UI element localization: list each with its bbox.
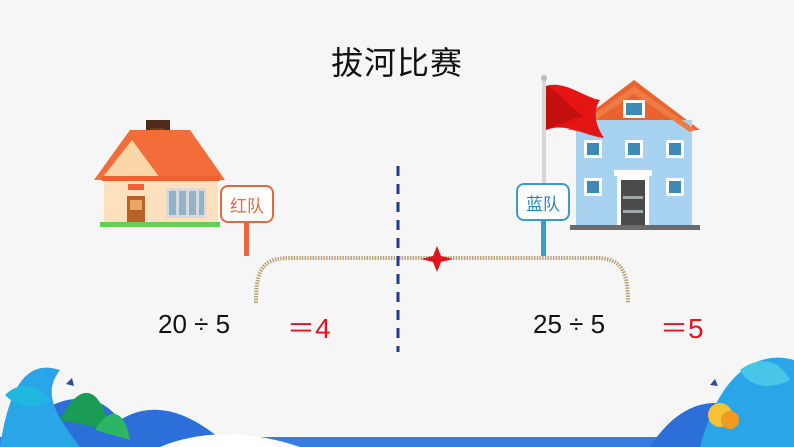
bottom-decoration bbox=[0, 357, 794, 447]
rope bbox=[254, 256, 630, 304]
red-team-label: 红队 bbox=[230, 196, 264, 217]
red-team-expression: 20 ÷ 5 bbox=[158, 309, 231, 339]
red-flag-icon bbox=[541, 75, 604, 188]
blue-team-expression: 25 ÷ 5 bbox=[533, 309, 606, 339]
blue-house-icon bbox=[568, 80, 700, 230]
blue-team-label: 蓝队 bbox=[526, 194, 560, 215]
page-title: 拔河比赛 bbox=[330, 44, 463, 82]
red-sign-post bbox=[244, 222, 249, 256]
blue-team-result: ＝5 bbox=[660, 313, 704, 344]
red-team-sign: 红队 bbox=[220, 185, 274, 223]
blue-team-sign: 蓝队 bbox=[516, 183, 570, 221]
rope-marker-icon bbox=[421, 246, 453, 272]
blue-sign-post bbox=[541, 220, 546, 256]
red-house-icon bbox=[94, 120, 225, 227]
red-team-result: ＝4 bbox=[287, 313, 331, 344]
